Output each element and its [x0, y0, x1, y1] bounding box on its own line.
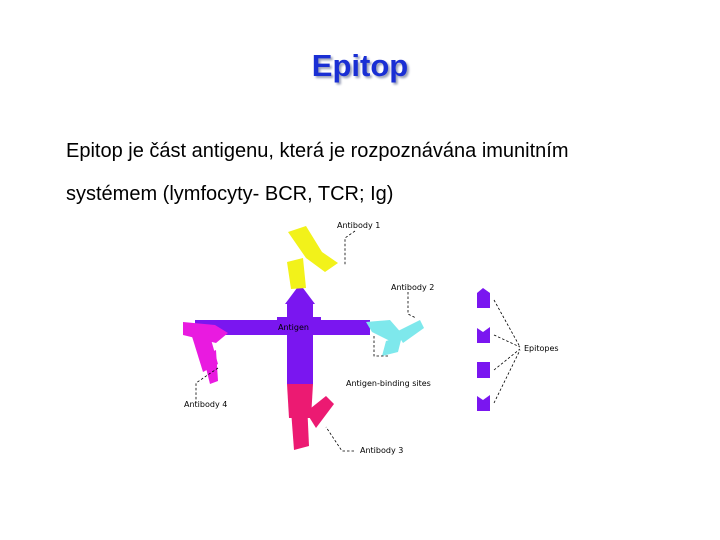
- antibody-3-shape: [287, 384, 334, 450]
- antibody-2-shape: [366, 320, 424, 356]
- antibody-4-shape: [183, 322, 228, 384]
- label-antibody-1: Antibody 1: [337, 221, 380, 230]
- label-epitopes: Epitopes: [524, 344, 559, 353]
- antibody-1-shape: [287, 226, 338, 289]
- label-antibody-2: Antibody 2: [391, 283, 434, 292]
- leader-lines: [196, 231, 520, 451]
- label-antibody-3: Antibody 3: [360, 446, 403, 455]
- label-antigen: Antigen: [278, 323, 309, 332]
- epitope-shapes: [477, 288, 490, 411]
- label-antibody-4: Antibody 4: [184, 400, 227, 409]
- label-antigen-binding-sites: Antigen-binding sites: [346, 379, 431, 388]
